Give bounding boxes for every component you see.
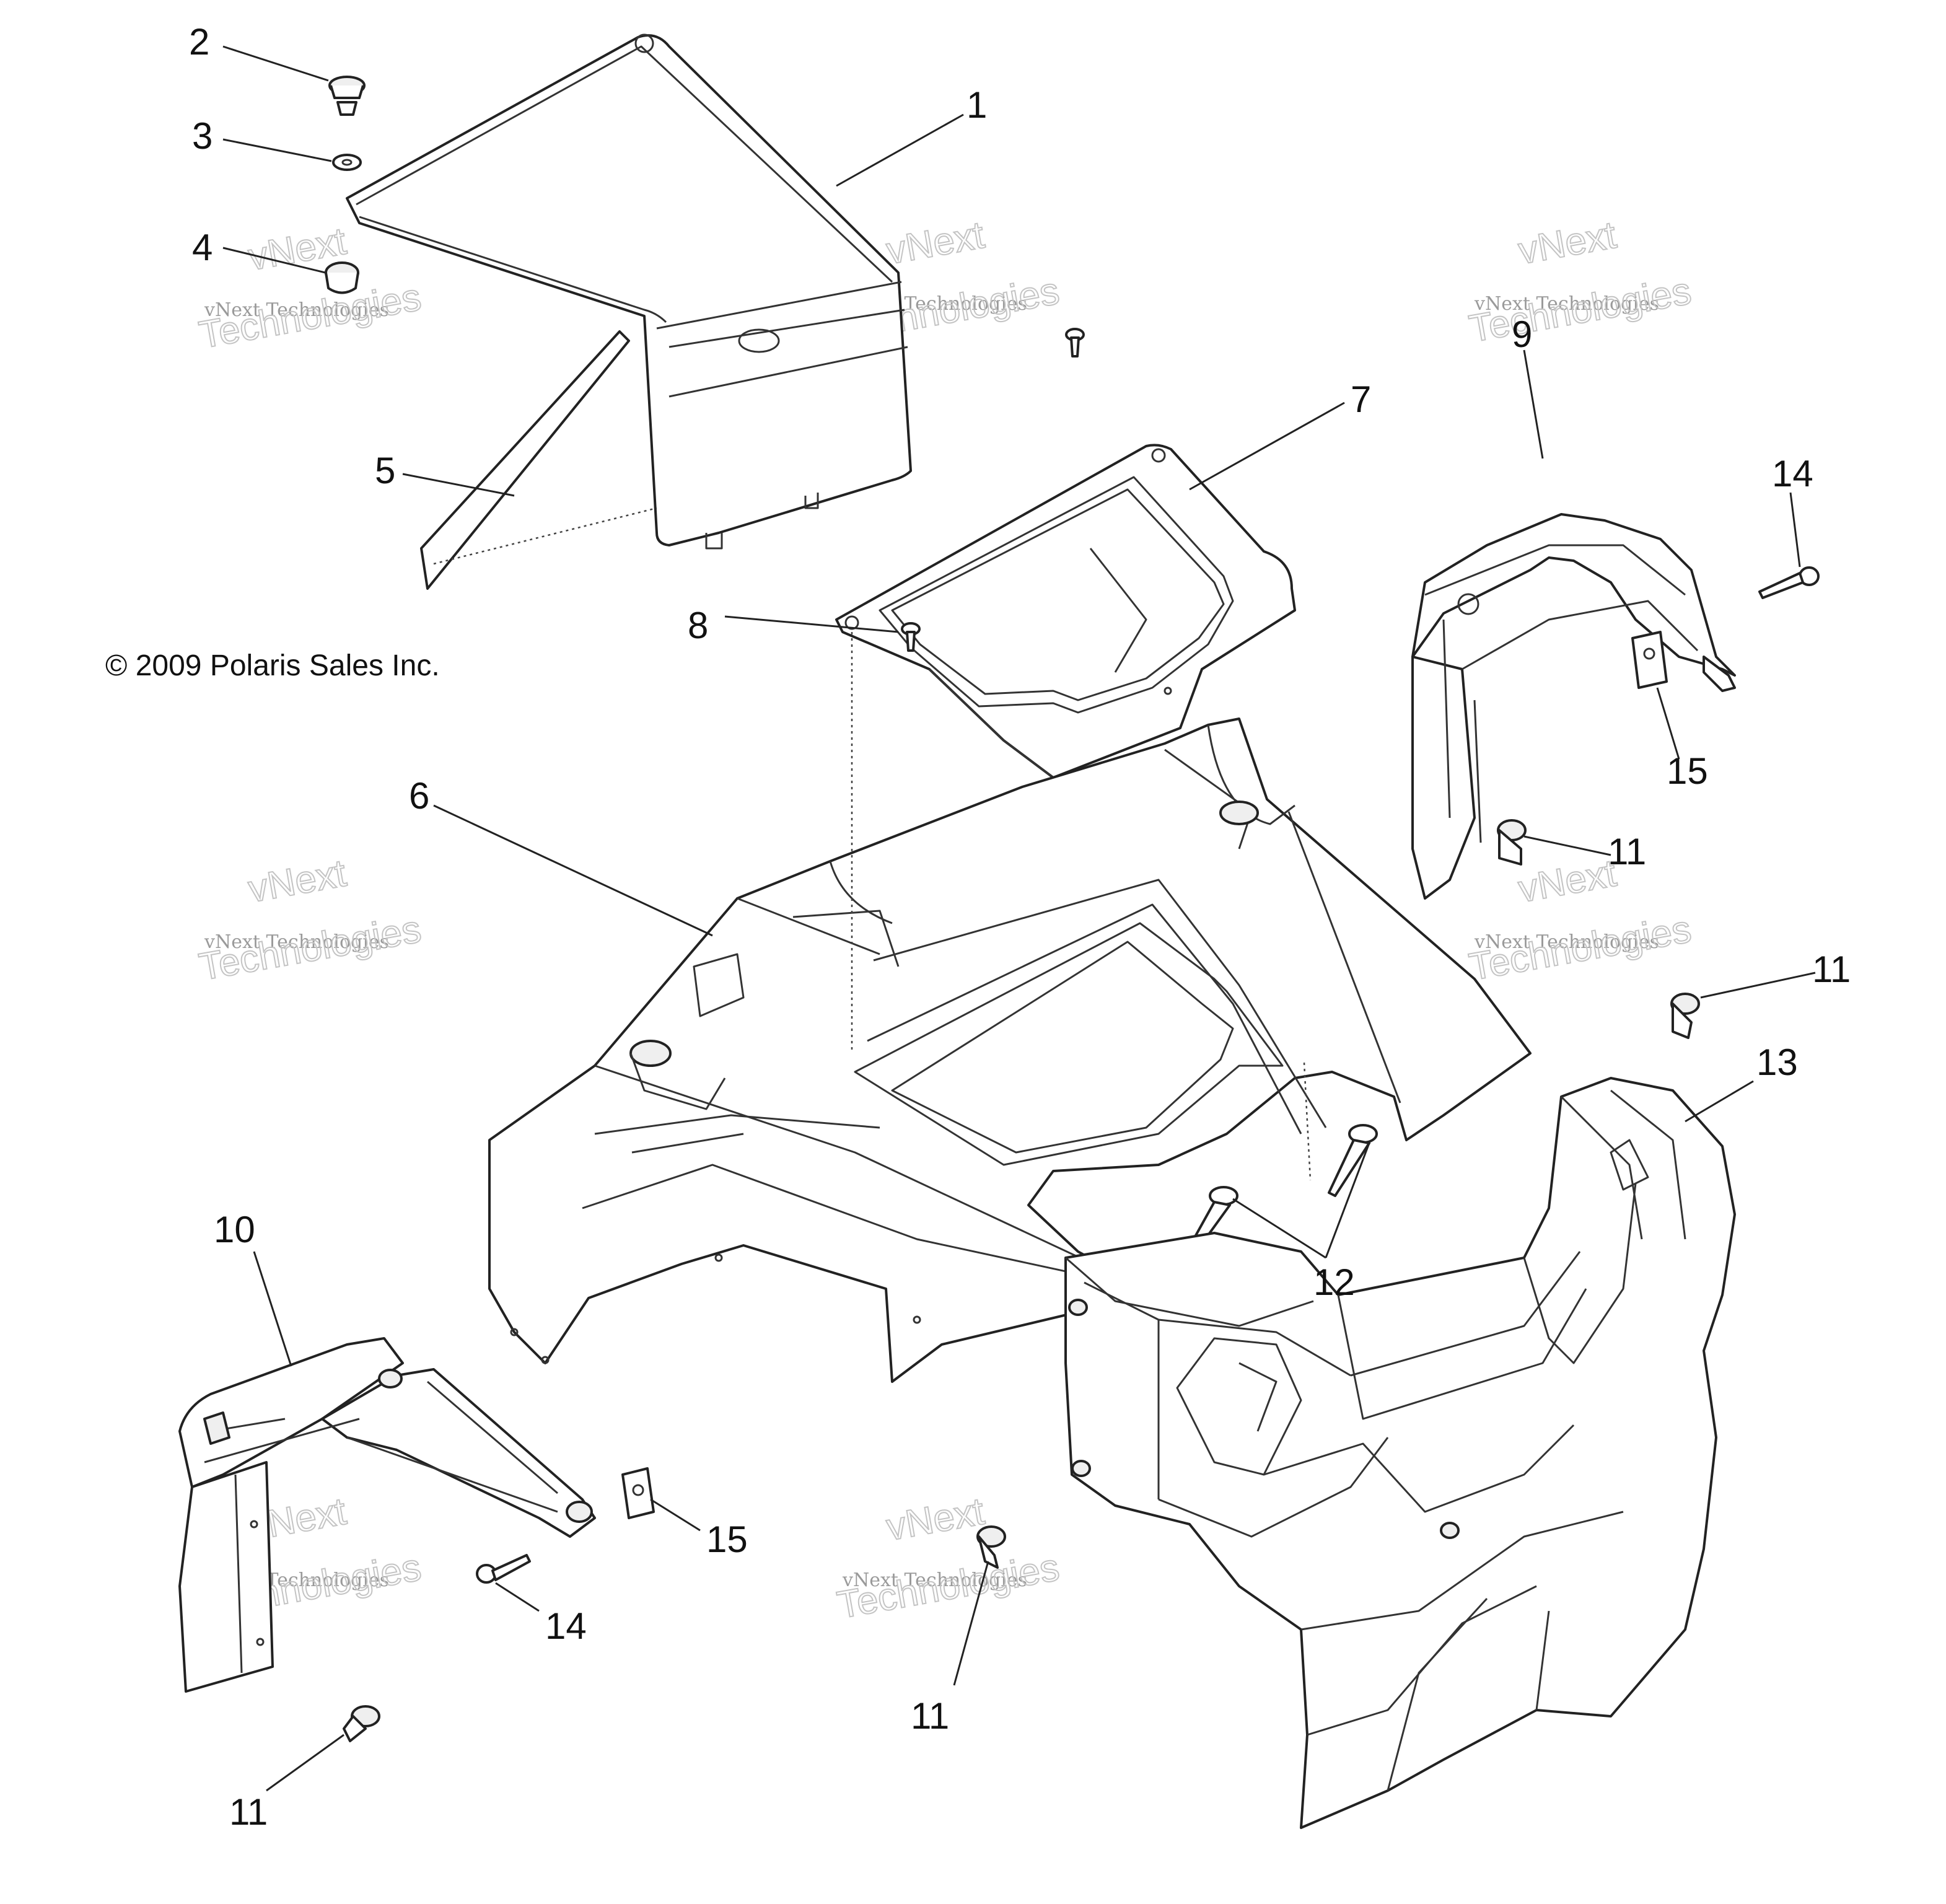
callout-11-center: 11 (911, 1695, 949, 1737)
part-11-rivet-right-upper (1497, 819, 1527, 866)
part-4-grommet (325, 261, 359, 294)
callout-1: 1 (966, 84, 987, 126)
callout-12: 12 (1313, 1261, 1355, 1303)
svg-text:vNext: vNext (883, 214, 988, 273)
svg-text:vNext Technologies: vNext Technologies (1474, 931, 1659, 953)
callout-11-left: 11 (229, 1791, 268, 1833)
part-15-clip-right (1631, 631, 1668, 689)
callout-4: 4 (192, 227, 213, 268)
svg-text:vNext Technologies: vNext Technologies (842, 1569, 1027, 1591)
watermark-mid-left: vNext vNext Technologies Technologies (195, 851, 424, 989)
part-3-washer (332, 154, 362, 171)
callout-2: 2 (189, 21, 209, 63)
callout-15-right: 15 (1667, 750, 1708, 792)
watermark-bottom-center: vNext vNext Technologies Technologies (833, 1489, 1063, 1628)
callout-10: 10 (214, 1209, 255, 1250)
svg-text:vNext Technologies: vNext Technologies (204, 931, 389, 953)
watermark-mid-right: vNext vNext Technologies Technologies (1465, 851, 1694, 989)
part-11-rivet-left (343, 1705, 380, 1742)
leader-lines (222, 45, 1816, 1792)
callout-13: 13 (1756, 1042, 1798, 1083)
callout-9: 9 (1512, 314, 1532, 355)
svg-text:Technologies: Technologies (196, 908, 424, 989)
part-15-clip-left (621, 1467, 655, 1519)
watermark-top-right: vNext vNext Technologies Technologies (1465, 213, 1694, 351)
svg-text:Technologies: Technologies (1466, 908, 1694, 989)
part-8-screw-b (1065, 328, 1085, 358)
part-5-decal (420, 330, 657, 590)
svg-text:vNext: vNext (1515, 214, 1619, 273)
part-14-pushpin-right (1758, 566, 1820, 599)
part-11-rivet-center (976, 1525, 1006, 1569)
callout-11-right-upper: 11 (1608, 831, 1646, 872)
part-2-knob (328, 76, 366, 116)
svg-text:vNext Technologies: vNext Technologies (1474, 293, 1659, 315)
callout-14-left: 14 (545, 1605, 587, 1647)
svg-text:vNext: vNext (245, 852, 349, 911)
callouts: 1 2 3 4 5 6 7 8 9 10 11 11 11 11 12 13 1… (189, 21, 1851, 1833)
part-14-pushpin-left (476, 1554, 531, 1584)
part-6-body-panel (488, 632, 1532, 1383)
part-13-front-bumper (1064, 1077, 1736, 1829)
callout-5: 5 (375, 450, 395, 491)
callout-3: 3 (192, 115, 213, 157)
svg-text:Technologies: Technologies (196, 276, 424, 357)
callout-15-left: 15 (706, 1519, 748, 1560)
copyright-notice: © 2009 Polaris Sales Inc. (105, 649, 440, 682)
svg-text:vNext: vNext (1515, 852, 1619, 911)
callout-8: 8 (688, 605, 708, 646)
svg-text:vNext: vNext (883, 1490, 988, 1549)
part-11-rivet-right-lower (1670, 993, 1700, 1039)
callout-14-right: 14 (1772, 453, 1813, 494)
callout-11-right-lower: 11 (1812, 949, 1851, 990)
part-9-right-fender (1411, 513, 1736, 900)
svg-text:Technologies: Technologies (1466, 270, 1694, 351)
part-7-storage-tub (835, 444, 1296, 779)
callout-6: 6 (409, 775, 429, 817)
svg-text:Technologies: Technologies (834, 1546, 1062, 1627)
part-12-screw-b (1328, 1124, 1378, 1197)
callout-7: 7 (1351, 379, 1371, 420)
svg-text:vNext Technologies: vNext Technologies (204, 299, 389, 321)
part-1-storage-lid (346, 33, 912, 550)
part-8-screw-a (901, 622, 921, 652)
part-10-left-fender (178, 1337, 596, 1693)
